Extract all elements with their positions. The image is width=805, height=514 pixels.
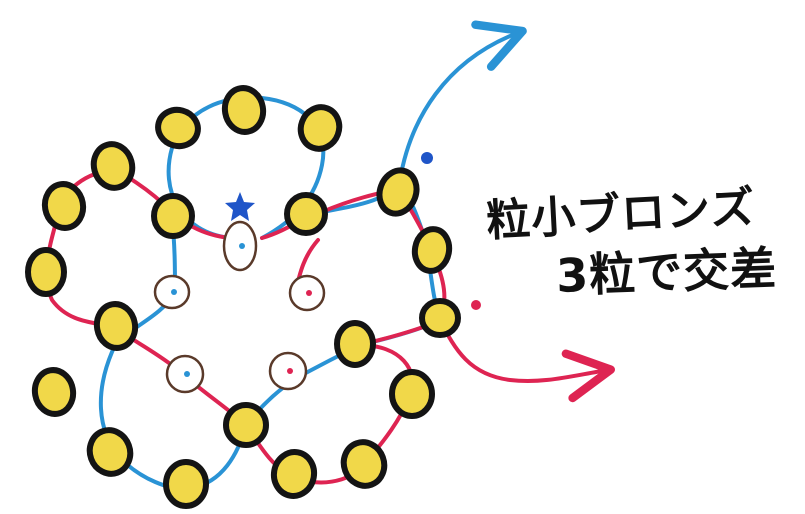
red-thread-end-dot	[471, 300, 481, 310]
bronze-bead	[25, 247, 67, 297]
bronze-bead	[221, 85, 267, 135]
bead-hole-dot	[287, 368, 293, 374]
bronze-bead	[270, 449, 318, 499]
clear-beads	[153, 220, 326, 394]
bronze-bead	[411, 226, 453, 274]
bronze-bead	[419, 298, 461, 338]
bronze-bead	[334, 320, 376, 368]
bead-hole-dot	[239, 243, 245, 249]
bronze-bead	[163, 459, 209, 509]
bronze-bead	[90, 141, 136, 191]
bronze-bead	[31, 367, 77, 417]
bronze-bead	[93, 301, 139, 351]
bronze-bead	[389, 369, 435, 419]
bead-hole-dot	[171, 289, 177, 295]
start-star-marker	[225, 192, 255, 221]
blue-thread-exit	[320, 20, 527, 214]
bronze-beads	[25, 85, 461, 509]
red-thread-exit	[438, 318, 615, 403]
bronze-bead	[340, 439, 388, 489]
bronze-bead	[41, 181, 87, 231]
bronze-bead	[151, 193, 195, 239]
markers	[225, 152, 481, 310]
bronze-bead	[297, 104, 343, 152]
annotation-line-2: 3粒で交差	[555, 241, 778, 303]
bronze-bead	[284, 192, 328, 236]
thread-paths	[44, 20, 615, 491]
blue-thread-end-dot	[421, 152, 433, 164]
bronze-bead	[223, 402, 269, 448]
bead-hole-dot	[306, 290, 312, 296]
bronze-bead	[155, 106, 201, 150]
bead-hole-dot	[184, 371, 190, 377]
bronze-bead	[376, 167, 420, 217]
bronze-bead	[86, 427, 134, 477]
